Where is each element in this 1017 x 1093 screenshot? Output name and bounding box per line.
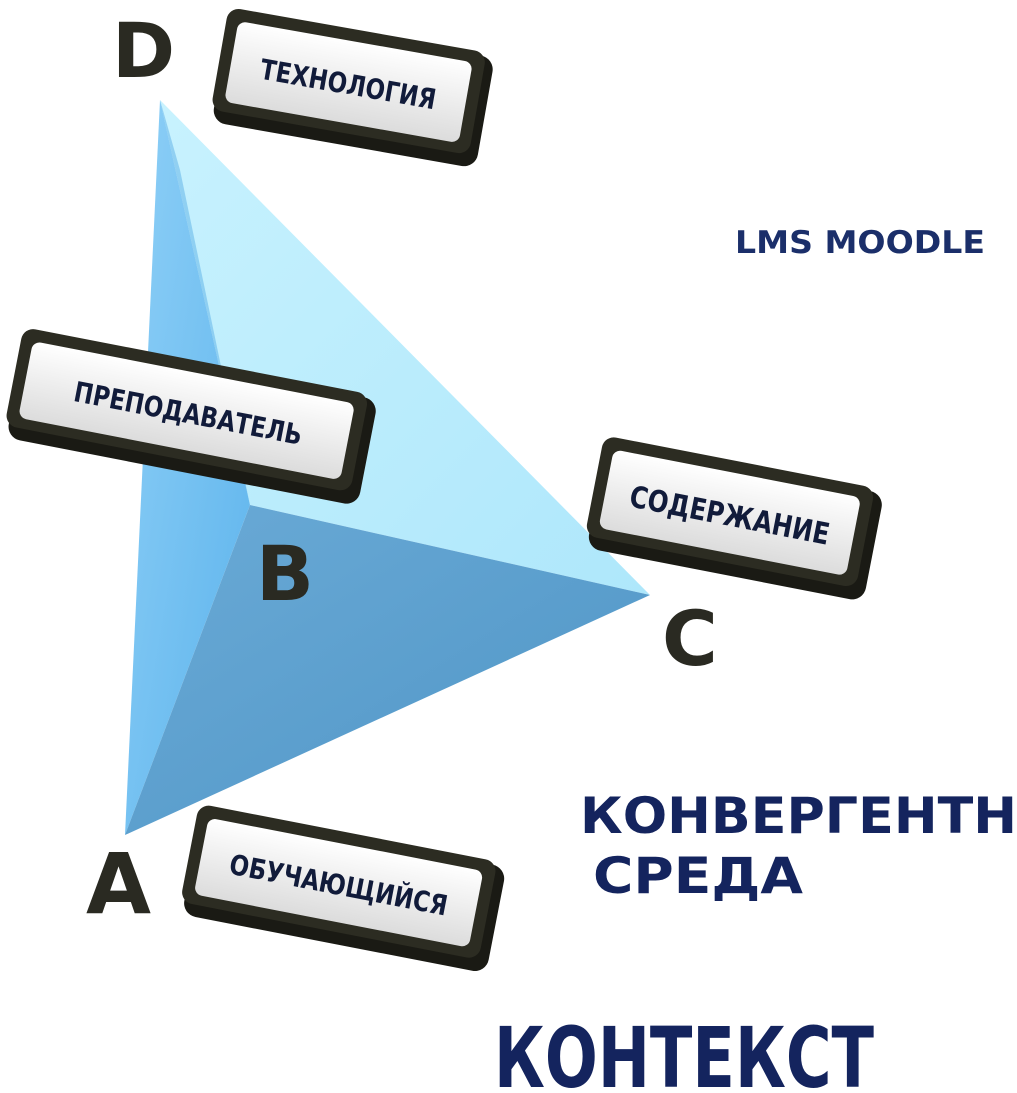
platform-label: LMS MOODLE xyxy=(735,225,985,261)
vertex-d-label: D xyxy=(112,6,175,95)
face-abc xyxy=(125,505,650,835)
tag-teacher: ПРЕПОДАВАТЕЛЬ xyxy=(6,329,376,504)
vertex-b-label: B xyxy=(256,529,314,618)
context-label: КОНТЕКСТ xyxy=(494,1009,874,1093)
environment-line-1: КОНВЕРГЕНТН xyxy=(580,787,1017,845)
environment-line-2: СРЕДА xyxy=(593,847,803,905)
vertex-a-label: A xyxy=(86,835,151,933)
tag-learner: ОБУЧАЮЩИЙСЯ xyxy=(182,805,505,972)
tag-technology: ТЕХНОЛОГИЯ xyxy=(212,9,493,167)
vertex-c-label: C xyxy=(662,594,718,683)
tag-content: СОДЕРЖАНИЕ xyxy=(586,437,882,600)
